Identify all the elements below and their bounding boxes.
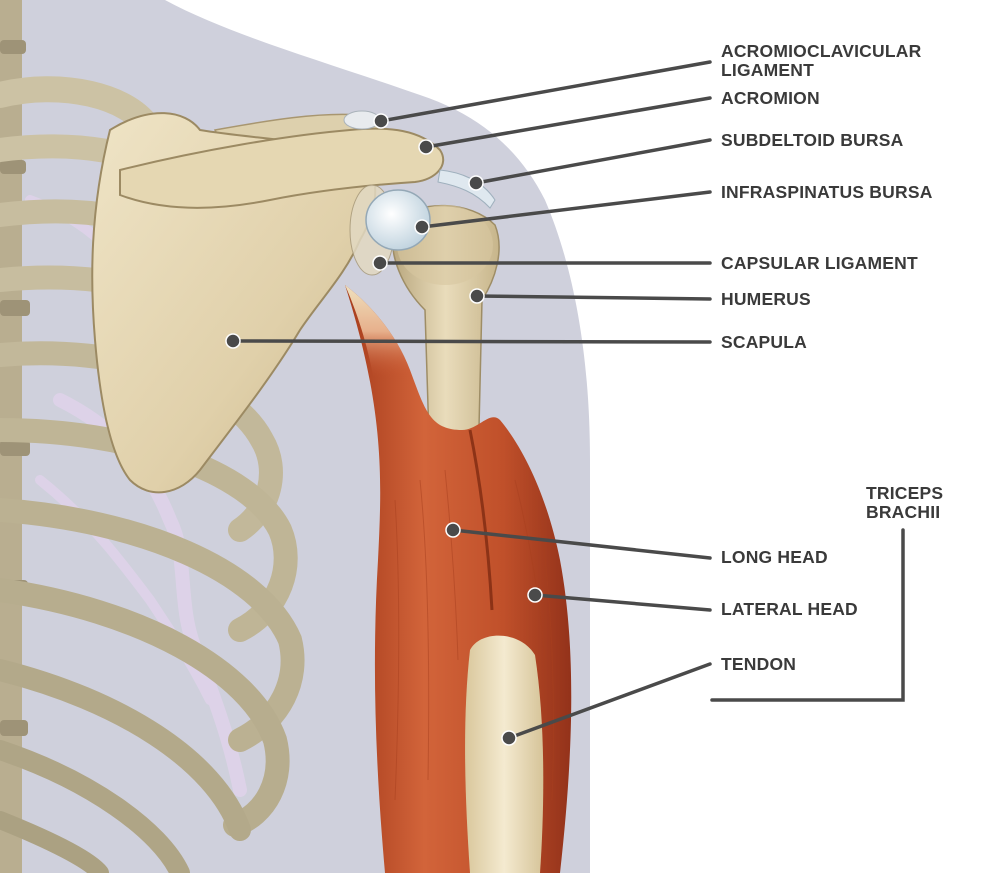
subdeltoid-bursa (437, 169, 496, 209)
infraspinatus-bursa (365, 189, 431, 251)
label-long-head: LONG HEAD (721, 547, 828, 567)
label-capsular-ligament: CAPSULAR LIGAMENT (721, 253, 918, 273)
acromion-bone (119, 127, 445, 209)
dot-acromioclavicular (373, 113, 389, 129)
dot-capsular (372, 255, 388, 271)
triceps-brachii-muscle (345, 285, 572, 873)
label-humerus: HUMERUS (721, 289, 811, 309)
label-acromioclavicular-ligament: ACROMIOCLAVICULAR LIGAMENT (721, 41, 922, 80)
label-subdeltoid-bursa: SUBDELTOID BURSA (721, 130, 904, 150)
leader-lines (231, 60, 905, 740)
dot-tendon (501, 730, 517, 746)
scapula-bone (91, 112, 377, 494)
dot-subdeltoid (468, 175, 484, 191)
label-acromion: ACROMION (721, 88, 820, 108)
dot-humerus (469, 288, 485, 304)
label-scapula: SCAPULA (721, 332, 807, 352)
label-tendon: TENDON (721, 654, 797, 674)
label-lateral-head: LATERAL HEAD (721, 599, 858, 619)
label-infraspinatus-bursa: INFRASPINATUS BURSA (721, 182, 933, 202)
label-triceps-brachii: TRICEPS BRACHII (866, 483, 944, 522)
dot-long-head (445, 522, 461, 538)
dot-infraspinatus (414, 219, 430, 235)
triceps-tendon (465, 635, 544, 873)
dot-acromion (418, 139, 434, 155)
leader-dots (225, 113, 543, 746)
dot-lateral-head (527, 587, 543, 603)
dot-scapula (225, 333, 241, 349)
